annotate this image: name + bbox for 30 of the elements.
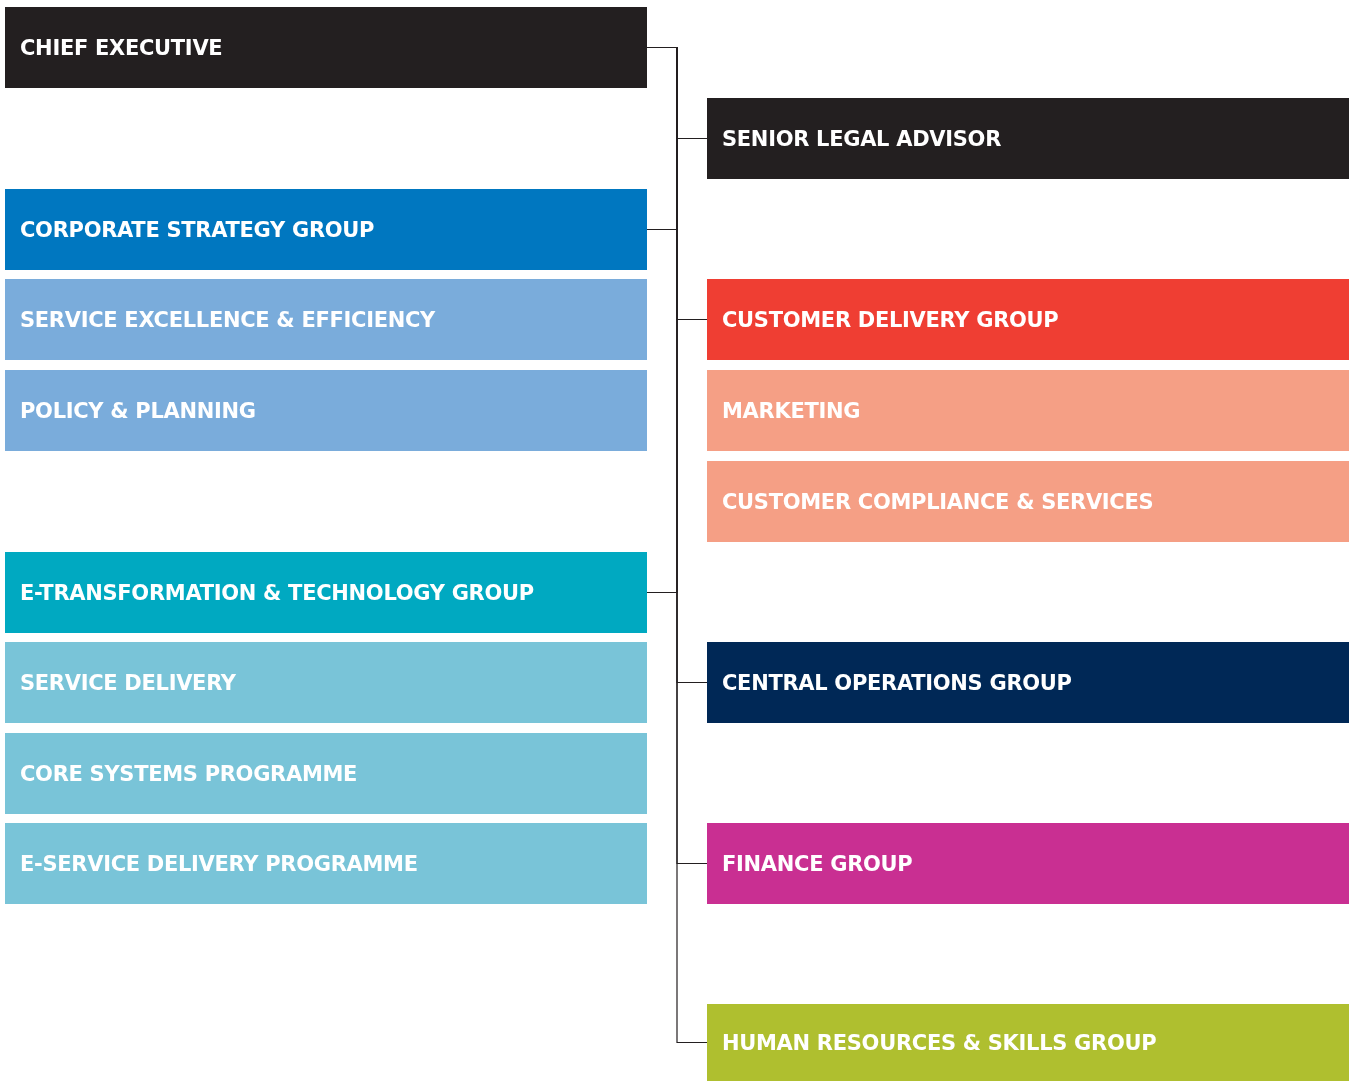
unit-name: FINANCE GROUP: [722, 851, 913, 876]
unit-name: HUMAN RESOURCES & SKILLS GROUP: [722, 1030, 1157, 1055]
org-unit-box: [5, 552, 647, 633]
unit-name: SERVICE EXCELLENCE & EFFICIENCY: [20, 307, 435, 332]
unit-name: CORE SYSTEMS PROGRAMME: [20, 761, 358, 786]
org-unit-box: [707, 1004, 1349, 1081]
unit-name: CORPORATE STRATEGY GROUP: [20, 217, 375, 242]
unit-name: MARKETING: [722, 398, 861, 423]
org-unit-box: [5, 823, 647, 904]
org-unit-box: [707, 823, 1349, 904]
org-unit-box: [707, 642, 1349, 723]
org-unit-box: [707, 279, 1349, 360]
unit-name: POLICY & PLANNING: [20, 398, 256, 423]
unit-name: E-SERVICE DELIVERY PROGRAMME: [20, 851, 418, 876]
org-unit-box: [5, 189, 647, 270]
unit-name: SENIOR LEGAL ADVISOR: [722, 126, 1001, 151]
org-unit-box: [5, 7, 647, 88]
unit-name: E-TRANSFORMATION & TECHNOLOGY GROUP: [20, 580, 534, 605]
unit-name: CHIEF EXECUTIVE: [20, 35, 223, 60]
org-unit-box: [5, 370, 647, 451]
org-unit-box: [707, 370, 1349, 451]
org-unit-box: [5, 279, 647, 360]
unit-name: SERVICE DELIVERY: [20, 670, 236, 695]
org-unit-box: [707, 98, 1349, 179]
org-unit-box: [5, 642, 647, 723]
unit-name: CUSTOMER DELIVERY GROUP: [722, 307, 1059, 332]
org-unit-box: [707, 461, 1349, 542]
unit-name: CENTRAL OPERATIONS GROUP: [722, 670, 1072, 695]
unit-name: CUSTOMER COMPLIANCE & SERVICES: [722, 489, 1154, 514]
org-unit-box: [5, 733, 647, 814]
